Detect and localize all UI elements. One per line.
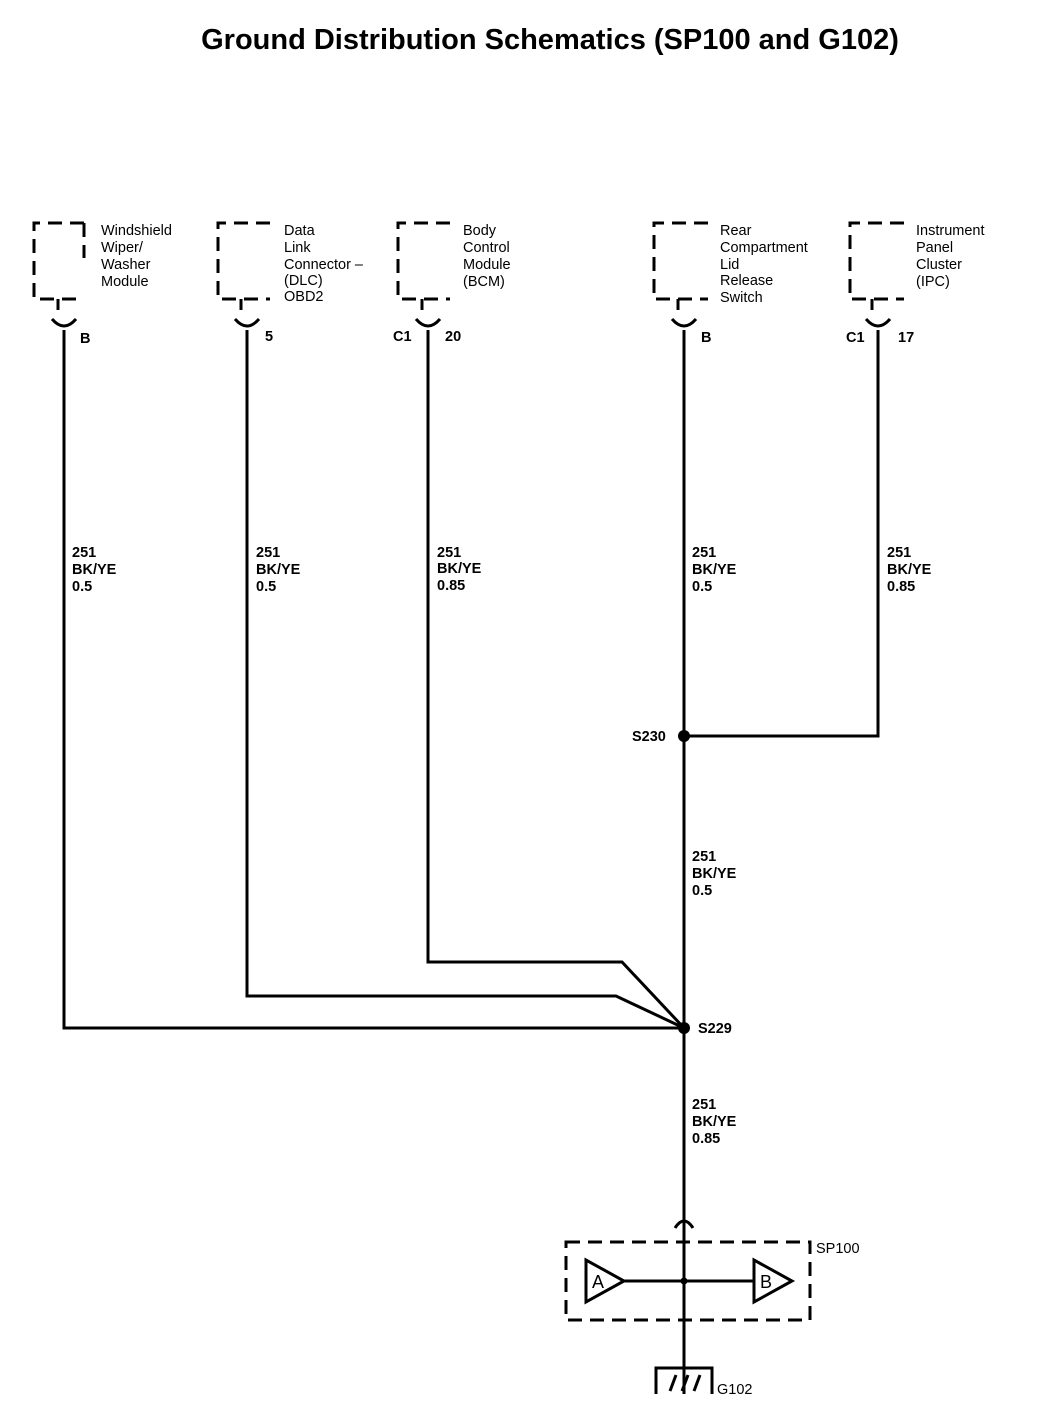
splice-pack-out-label: B [760,1272,772,1292]
wire-label-ipc: 251 BK/YE 0.85 [887,545,935,595]
wire-label-bcm: 251 BK/YE 0.85 [437,545,485,594]
module-box-dlc [216,221,270,301]
wire-label-rear-compartment: 251 BK/YE 0.5 [692,545,740,595]
ground-label: G102 [717,1382,752,1398]
connector-label-bcm: C1 [393,329,412,345]
splice-pack-in-label: A [592,1272,604,1292]
pin-label-bcm: 20 [445,329,461,345]
wire-label-windshield: 251 BK/YE 0.5 [72,545,120,595]
splice-label-s229: S229 [698,1021,732,1037]
wire-label-s230-s229: 251 BK/YE 0.5 [692,849,740,899]
pin-label-windshield: B [80,331,90,347]
diagram-title: Ground Distribution Schematics (SP100 an… [201,24,899,56]
module-label-ipc: Instrument Panel Cluster (IPC) [916,223,989,290]
module-box-bcm [396,221,450,301]
splice-pack-sp100 [564,1240,812,1322]
splice-label-s230: S230 [632,729,666,745]
module-label-rear-compartment: Rear Compartment Lid Release Switch [720,223,812,306]
pin-label-ipc: 17 [898,330,914,346]
module-label-dlc: Data Link Connector – (DLC) OBD2 [284,223,367,305]
pin-label-dlc: 5 [265,329,273,345]
module-label-bcm: Body Control Module (BCM) [463,223,515,290]
pin-label-rear-compartment: B [701,330,711,346]
module-box-ipc [848,221,904,301]
module-box-rear-compartment [652,221,708,301]
module-box-windshield-wiper [32,221,86,301]
splice-pack-label: SP100 [816,1241,860,1257]
wire-label-dlc: 251 BK/YE 0.5 [256,545,304,595]
wires [62,330,880,1218]
module-label-windshield-wiper: Windshield Wiper/ Washer Module [101,223,176,290]
wire-label-s229-sp100: 251 BK/YE 0.85 [692,1097,740,1147]
connector-label-ipc: C1 [846,330,865,346]
splice-dot-s229 [678,1022,690,1034]
connector-terminals [50,299,892,328]
ground-icon [654,1366,714,1394]
splice-dot-s230 [678,730,690,742]
